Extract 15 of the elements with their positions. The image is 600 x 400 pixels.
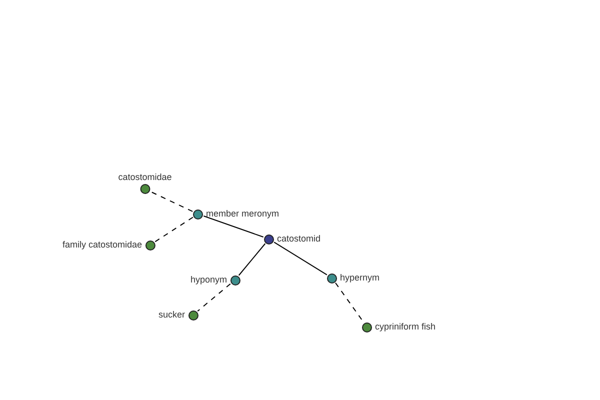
node-label: cypriniform fish [375, 322, 436, 332]
node-label: sucker [158, 310, 185, 320]
connector-line [154, 216, 194, 242]
node-label: member meronym [206, 208, 280, 220]
connector-line [238, 243, 266, 276]
node-label: catostomidae [118, 172, 172, 183]
node-label: hypernym [340, 272, 380, 284]
node-label: family catostomidae [62, 240, 142, 250]
node-label: hyponym [190, 274, 227, 286]
node-label: catostomid [277, 234, 321, 244]
connector-line [197, 283, 231, 312]
connector-line [334, 282, 364, 323]
connector-line [274, 242, 328, 276]
connector-line [150, 191, 194, 212]
connector-line [203, 216, 264, 238]
